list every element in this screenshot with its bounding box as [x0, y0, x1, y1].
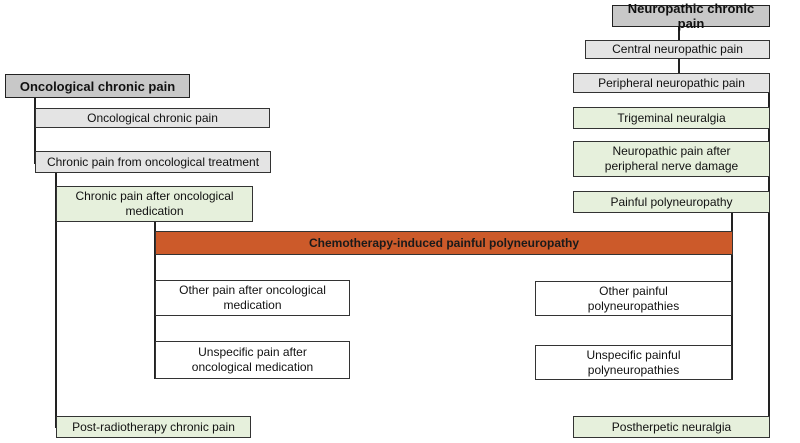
unspecific-painful-polyneuropathies: Unspecific painful polyneuropathies	[535, 345, 732, 380]
other-painful-polyneuropathies: Other painful polyneuropathies	[535, 281, 732, 316]
chronic-pain-after-medication: Chronic pain after oncological medicatio…	[56, 186, 253, 222]
central-neuropathic-pain: Central neuropathic pain	[585, 40, 770, 59]
right-polyneuropathy-line	[731, 213, 733, 380]
neuropathic-pain-nerve-damage: Neuropathic pain after peripheral nerve …	[573, 141, 770, 177]
oncological-chronic-pain-header: Oncological chronic pain	[5, 74, 190, 98]
oncological-chronic-pain-sub: Oncological chronic pain	[35, 108, 270, 128]
postherpetic-neuralgia: Postherpetic neuralgia	[573, 416, 770, 438]
neuropathic-chronic-pain-header: Neuropathic chronic pain	[612, 1, 770, 31]
chronic-pain-oncological-treatment: Chronic pain from oncological treatment	[35, 151, 271, 173]
right-trunk-line	[768, 91, 770, 429]
chemotherapy-induced-polyneuropathy: Chemotherapy-induced painful polyneuropa…	[155, 231, 733, 255]
painful-polyneuropathy: Painful polyneuropathy	[573, 191, 770, 213]
unspecific-pain-after-medication: Unspecific pain after oncological medica…	[155, 341, 350, 379]
trigeminal-neuralgia: Trigeminal neuralgia	[573, 107, 770, 129]
other-pain-after-medication: Other pain after oncological medication	[155, 280, 350, 316]
post-radiotherapy-chronic-pain: Post-radiotherapy chronic pain	[56, 416, 251, 438]
left-trunk-line	[34, 96, 36, 164]
left-branch-line	[55, 173, 57, 428]
peripheral-neuropathic-pain: Peripheral neuropathic pain	[573, 73, 770, 93]
